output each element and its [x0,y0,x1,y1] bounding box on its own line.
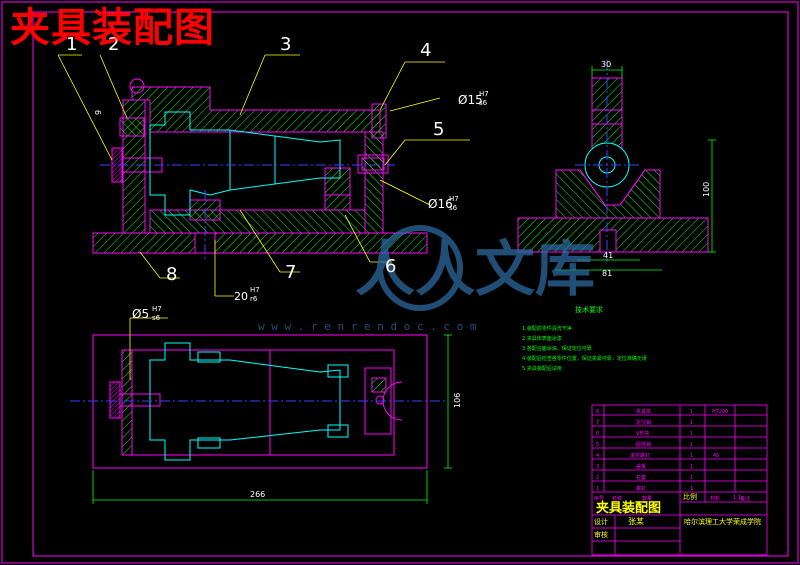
parts-row-8-mat: HT200 [712,409,728,415]
parts-row-8-name: 夹具体 [636,408,651,415]
center-lines-side [575,60,640,262]
balloon-1: 1 [66,34,77,55]
parts-row-1-no: 1 [596,486,599,492]
header-qty: 数量 [642,495,652,502]
leader-lines [57,54,470,380]
watermark-url: w w w . r e n r e n d o c . c o m [258,320,477,333]
fit-20-dia: 20 [234,290,248,303]
fit-15-lower: s6 [479,99,488,107]
workpiece-front [149,111,341,216]
parts-row-7-qty: 1 [690,420,693,426]
balloon-3: 3 [280,34,291,55]
top-dimensions [92,334,452,504]
dim-100: 100 [702,182,711,197]
parts-row-8-no: 8 [596,409,599,415]
center-lines-front [100,164,395,260]
tech-req-item: 4.装配后检查各零件位置，保证夹紧可靠，定位准确无误 [522,355,647,362]
fit-5-upper: H7 [152,305,162,313]
parts-row-2-qty: 1 [690,475,693,481]
designer-name: 张某 [628,517,644,526]
tech-req-item: 2.夹具体表面涂漆 [522,335,562,342]
parts-row-6-no: 6 [596,431,599,437]
balloon-labels: 1 2 3 4 5 6 7 8 [66,34,444,285]
tech-req-item: 5.夹具装配后试用 [522,365,562,372]
parts-row-8-qty: 1 [690,409,693,415]
parts-row-1-qty: 1 [690,486,693,492]
parts-row-3-no: 3 [596,464,599,470]
checker-label: 审核 [594,530,608,539]
dim-266: 266 [250,490,265,499]
dim-106: 106 [453,393,462,408]
dim-41: 41 [603,251,613,260]
header-no: 序号 [594,495,604,502]
parts-row-2-name: 衬套 [636,474,646,481]
side-view [517,77,709,253]
watermark: 人人文库 w w w . r e n r e n d o c . c o m [258,225,595,333]
fit-15-dia: Ø15 [458,93,483,107]
fit-20-lower: r6 [250,295,258,303]
parts-row-6-qty: 1 [690,431,693,437]
side-dimensions [555,66,716,271]
balloon-8: 8 [166,264,177,285]
watermark-brand: 人人文库 [355,235,595,305]
parts-row-6-name: V形块 [636,430,649,437]
parts-row-3-name: 盖板 [636,463,646,470]
header-name: 名称 [612,495,622,502]
fit-20-upper: H7 [250,286,260,294]
balloon-6: 6 [385,256,396,277]
parts-row-7-no: 7 [596,420,599,426]
dim-9: 9 [94,110,103,115]
parts-row-3-qty: 1 [690,464,693,470]
drawing-name: 夹具装配图 [596,500,661,516]
balloon-5: 5 [433,119,444,140]
tech-req-item: 3.各配合面涂油，保证定位可靠 [522,345,592,352]
parts-row-1-name: 螺钉 [636,485,646,492]
school-name: 哈尔滨理工大学荣成学院 [684,517,761,526]
dim-30: 30 [601,60,611,69]
parts-row-5-no: 5 [596,442,599,448]
parts-row-5-qty: 1 [690,442,693,448]
balloon-4: 4 [420,40,431,61]
parts-row-4-qty: 1 [690,453,693,459]
parts-row-4-name: 滚花螺钉 [630,452,650,459]
parts-row-2-no: 2 [596,475,599,481]
fit-5-lower: s6 [152,314,161,322]
header-mat: 材料 [710,495,720,502]
page-title: 夹具装配图 [10,5,215,51]
balloon-2: 2 [108,34,119,55]
technical-requirements: 技术要求 1.装配前零件清洗干净 2.夹具体表面涂漆 3.各配合面涂油，保证定位… [522,305,647,372]
front-section-view [92,78,428,254]
parts-row-7-name: 定位销 [636,419,651,426]
header-note: 备注 [740,495,750,502]
fit-annotations: Ø15 H7 s6 Ø16 H7 s6 20 H7 r6 Ø5 H7 s6 [132,90,489,322]
fit-16-lower: s6 [449,204,458,212]
scale-value: 1:1 [733,495,741,501]
title-block: 8 夹具体 1 HT200 7 定位销 1 6 V形块 1 5 圆柱销 1 4 … [591,404,768,556]
dim-81: 81 [602,269,612,278]
fit-16-upper: H7 [449,195,459,203]
fit-15-upper: H7 [479,90,489,98]
parts-row-5-name: 圆柱销 [636,441,651,448]
balloon-7: 7 [285,262,296,283]
dimension-texts: 9 30 100 41 81 106 266 [94,60,711,499]
scale-label: 比例 [683,492,697,501]
tech-req-title: 技术要求 [575,305,603,314]
fit-16-dia: Ø16 [428,197,453,211]
designer-label: 设计 [594,517,608,526]
workpiece-top [149,342,349,461]
parts-row-4-no: 4 [596,453,599,459]
fit-5-dia: Ø5 [132,307,149,321]
parts-row-4-note: 45 [713,453,719,459]
tech-req-item: 1.装配前零件清洗干净 [522,325,572,332]
